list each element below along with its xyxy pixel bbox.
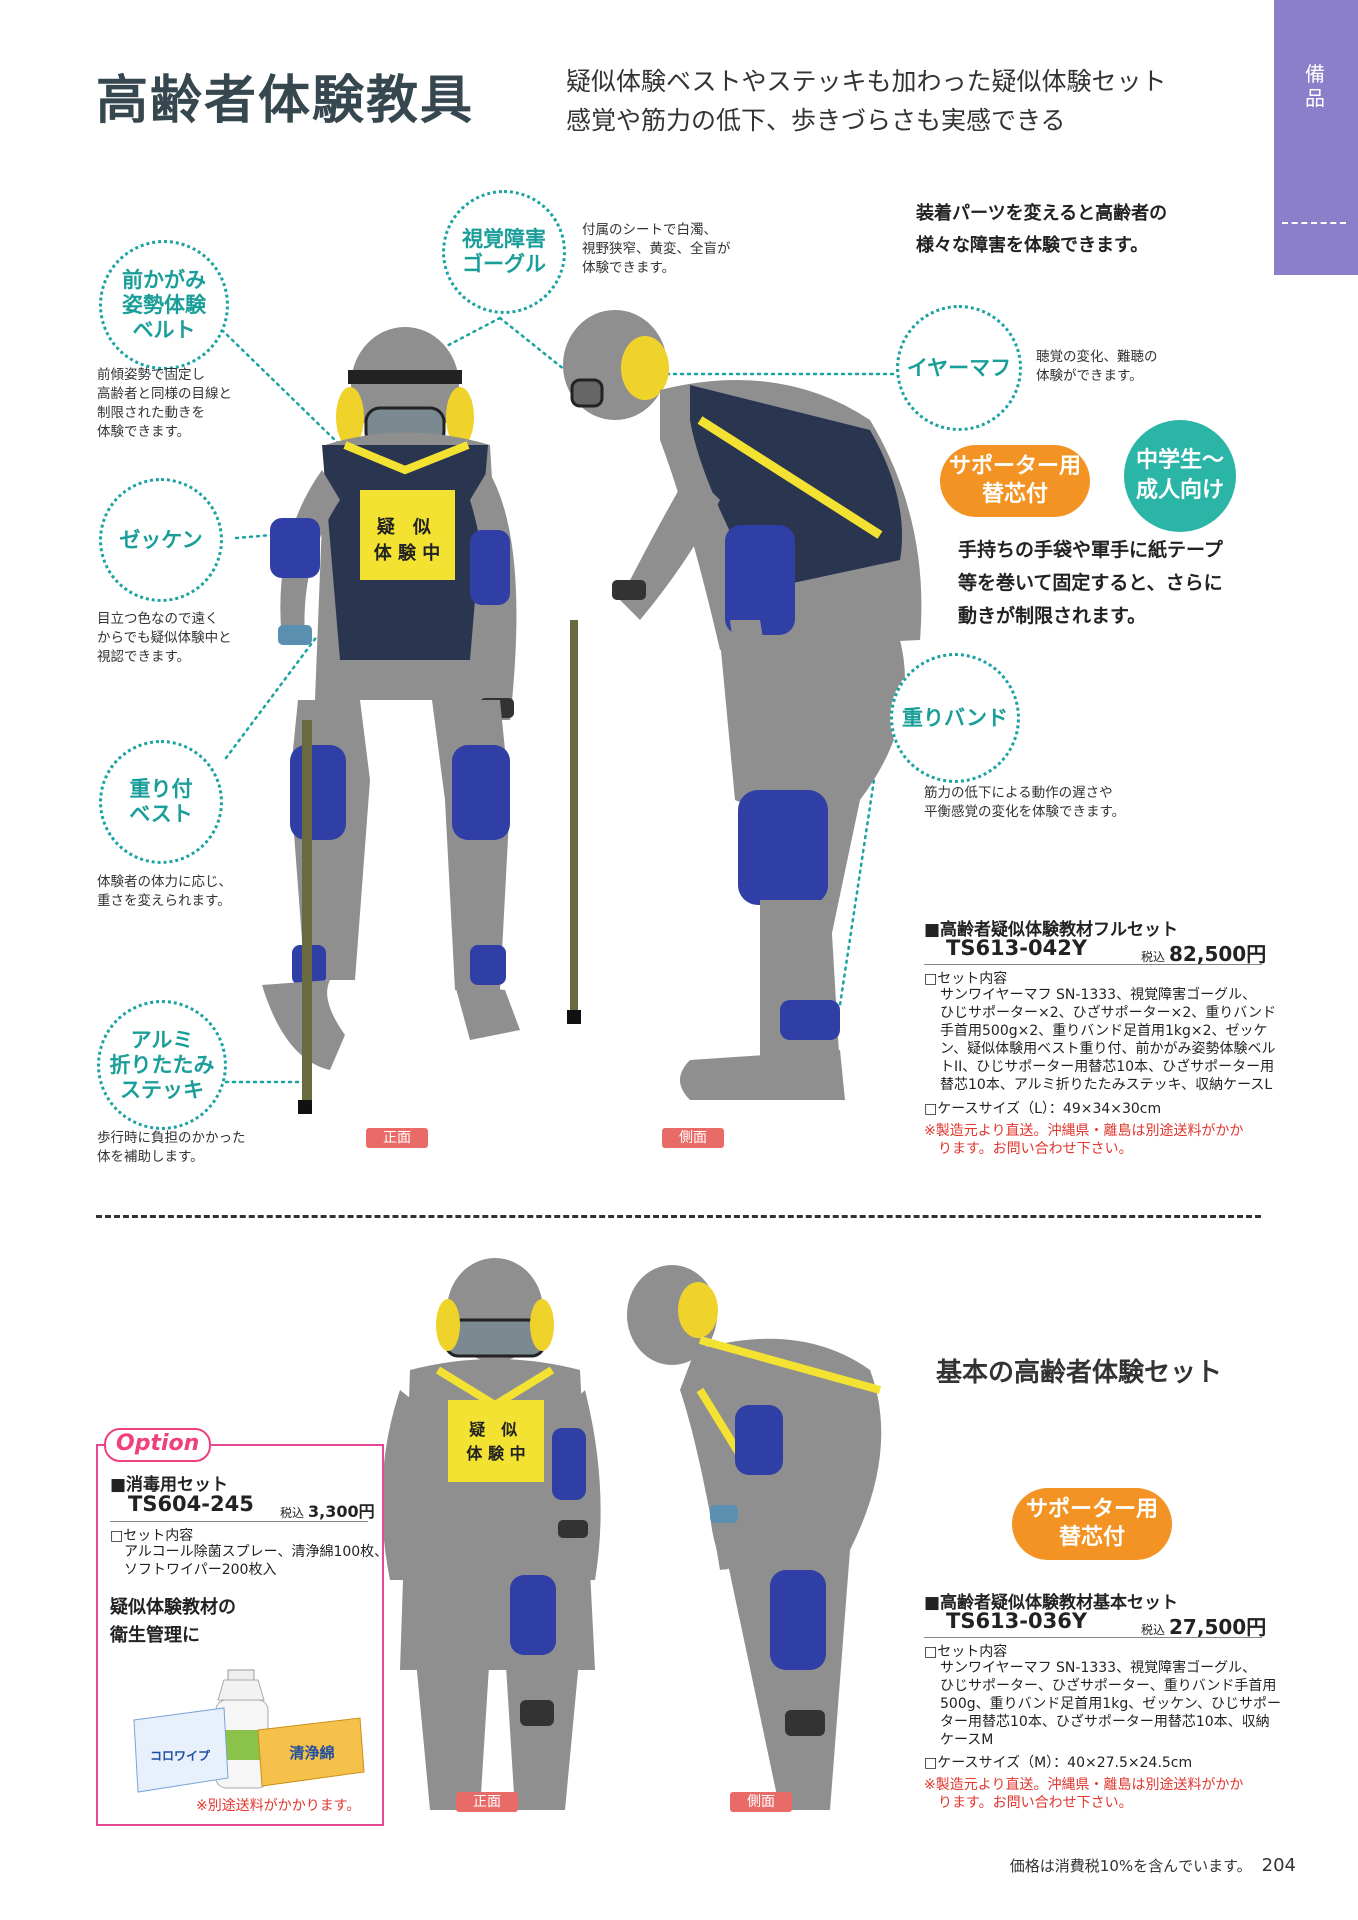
callout-vest: 重り付 ベスト bbox=[99, 740, 223, 864]
hint-text: 手持ちの手袋や軍手に紙テープ 等を巻いて固定すると、さらに 動きが制限されます。 bbox=[958, 539, 1223, 627]
case-size: □ケースサイズ（L）：49×34×30cm bbox=[924, 1101, 1162, 1117]
page-footer: 価格は消費税10%を含んでいます。 204 bbox=[1010, 1855, 1296, 1876]
callout-earmuff-desc: 聴覚の変化、難聴の 体験ができます。 bbox=[1036, 349, 1158, 384]
contents-heading: □セット内容 bbox=[924, 971, 1008, 987]
option-tax-label: 税込 bbox=[280, 1506, 305, 1520]
vest-text-2-basic: 体 験 中 bbox=[466, 1444, 525, 1463]
callout-zekken: ゼッケン bbox=[99, 478, 223, 602]
callout-belt-label: 前かがみ 姿勢体験 ベルト bbox=[122, 267, 206, 342]
product-rule bbox=[924, 964, 1262, 965]
vest-text-1-basic: 疑 似 bbox=[469, 1420, 517, 1439]
option-contents-heading: □セット内容 bbox=[110, 1528, 194, 1544]
price-value-basic: 27,500円 bbox=[1169, 1615, 1267, 1639]
callout-zekken-label: ゼッケン bbox=[119, 527, 203, 552]
tax-note: 価格は消費税10%を含んでいます。 bbox=[1009, 1857, 1252, 1875]
option-name: ■消毒用セット bbox=[110, 1475, 229, 1495]
shipping-note-basic: ※製造元より直送。沖縄県・離島は別途送料がかか ります。お問い合わせ下さい。 bbox=[924, 1777, 1244, 1811]
option-price-value: 3,300円 bbox=[308, 1502, 375, 1521]
side-tab-label: 備品 bbox=[1305, 62, 1325, 110]
case-size-basic: □ケースサイズ（M）：40×27.5×24.5cm bbox=[924, 1755, 1193, 1771]
supporter-badge: サポーター用 替芯付 bbox=[940, 445, 1090, 517]
page-title: 高齢者体験教具 bbox=[96, 71, 475, 131]
callout-belt-desc: 前傾姿勢で固定し 高齢者と同様の目線と 制限された動きを 体験できます。 bbox=[97, 367, 232, 440]
callout-goggle-label: 視覚障害 ゴーグル bbox=[462, 227, 546, 276]
shipping-note: ※製造元より直送。沖縄県・離島は別途送料がかか ります。お問い合わせ下さい。 bbox=[924, 1123, 1244, 1157]
view-tag-side-basic: 側面 bbox=[730, 1792, 792, 1812]
side-figure-basic bbox=[627, 1265, 882, 1810]
side-tab-divider bbox=[1282, 222, 1346, 224]
side-figure bbox=[563, 310, 922, 1100]
view-tag-front: 正面 bbox=[366, 1128, 428, 1148]
subtitle-line-1: 疑似体験ベストやステッキも加わった疑似体験セット bbox=[566, 67, 1167, 96]
price-value: 82,500円 bbox=[1169, 942, 1267, 966]
full-set-photo: 疑 似 体 験 中 bbox=[220, 310, 922, 1114]
option-box-left-text: コロワイプ bbox=[150, 1748, 211, 1763]
contents-list-basic: サンワイヤーマフ SN-1333、視覚障害ゴーグル、 ひじサポーター、ひざサポー… bbox=[940, 1660, 1281, 1748]
contents-heading-basic: □セット内容 bbox=[924, 1644, 1008, 1660]
front-figure: 疑 似 体 験 中 bbox=[262, 327, 520, 1114]
svg-text:疑 似 体 験 中: 疑 似 体 験 中 bbox=[374, 517, 441, 564]
option-rule bbox=[110, 1521, 368, 1522]
callout-goggle-desc: 付属のシートで白濁、 視野狭窄、黄変、全盲が 体験できます。 bbox=[582, 222, 731, 276]
callout-band: 重りバンド bbox=[890, 653, 1020, 783]
option-contents: アルコール除菌スプレー、清浄綿100枚、 ソフトワイパー200枚入 bbox=[124, 1544, 389, 1578]
option-tab: Option bbox=[104, 1428, 212, 1462]
basic-set-heading: 基本の高齢者体験セット bbox=[936, 1358, 1223, 1388]
callout-zekken-desc: 目立つ色なので遠く からでも疑似体験中と 視認できます。 bbox=[97, 611, 232, 665]
callout-band-label: 重りバンド bbox=[901, 705, 1009, 730]
basic-set-photo: 疑 似 体 験 中 bbox=[382, 1258, 882, 1810]
callout-stick-label: アルミ 折りたたみ ステッキ bbox=[109, 1027, 215, 1102]
option-box-right-text: 清浄綿 bbox=[289, 1744, 334, 1762]
callout-stick-desc: 歩行時に負担のかかった 体を補助します。 bbox=[97, 1130, 246, 1165]
callout-belt: 前かがみ 姿勢体験 ベルト bbox=[99, 240, 229, 370]
option-box bbox=[96, 1444, 384, 1826]
product-rule-basic bbox=[924, 1637, 1262, 1638]
tax-label-basic: 税込 bbox=[1141, 1623, 1166, 1637]
svg-text:疑 似 体 験 中: 疑 似 体 験 中 bbox=[466, 1420, 525, 1463]
category-side-tab: 備品 bbox=[1274, 0, 1358, 275]
product-code-full: TS613-042Y bbox=[946, 936, 1088, 960]
callout-vest-desc: 体験者の体力に応じ、 重さを変えられます。 bbox=[97, 874, 232, 909]
vest-text-2: 体 験 中 bbox=[374, 542, 441, 564]
option-product-photo: コロワイプ 清浄綿 bbox=[133, 1669, 365, 1793]
view-tag-front-basic: 正面 bbox=[456, 1792, 518, 1812]
product-code-basic: TS613-036Y bbox=[946, 1609, 1088, 1633]
callout-goggle: 視覚障害 ゴーグル bbox=[442, 190, 566, 314]
option-tagline: 疑似体験教材の 衛生管理に bbox=[110, 1597, 236, 1646]
tax-label: 税込 bbox=[1141, 950, 1166, 964]
section-separator bbox=[96, 1215, 1261, 1218]
product-name-full: ■高齢者疑似体験教材フルセット bbox=[924, 920, 1179, 940]
age-badge: 中学生～ 成人向け bbox=[1124, 420, 1236, 532]
page-number: 204 bbox=[1261, 1855, 1296, 1876]
vest-text-1: 疑 似 bbox=[377, 517, 431, 538]
callout-band-desc: 筋力の低下による動作の遅さや 平衡感覚の変化を体験できます。 bbox=[924, 785, 1126, 820]
callout-earmuff: イヤーマフ bbox=[896, 305, 1022, 431]
product-name-basic: ■高齢者疑似体験教材基本セット bbox=[924, 1593, 1179, 1613]
option-code: TS604-245 bbox=[128, 1492, 254, 1516]
contents-list: サンワイヤーマフ SN-1333、視覚障害ゴーグル、 ひじサポーター×2、ひざサ… bbox=[940, 987, 1276, 1093]
option-shipping-note: ※別途送料がかかります。 bbox=[196, 1798, 361, 1814]
lead-text: 装着パーツを変えると高齢者の 様々な障害を体験できます。 bbox=[916, 203, 1168, 256]
supporter-badge-basic: サポーター用 替芯付 bbox=[1012, 1488, 1172, 1560]
callout-earmuff-label: イヤーマフ bbox=[906, 355, 1012, 380]
view-tag-side: 側面 bbox=[662, 1128, 724, 1148]
callout-vest-label: 重り付 ベスト bbox=[129, 777, 193, 826]
subtitle-line-2: 感覚や筋力の低下、歩きづらさも実感できる bbox=[566, 106, 1066, 135]
front-figure-basic: 疑 似 体 験 中 bbox=[382, 1258, 601, 1810]
callout-stick: アルミ 折りたたみ ステッキ bbox=[97, 1000, 227, 1130]
